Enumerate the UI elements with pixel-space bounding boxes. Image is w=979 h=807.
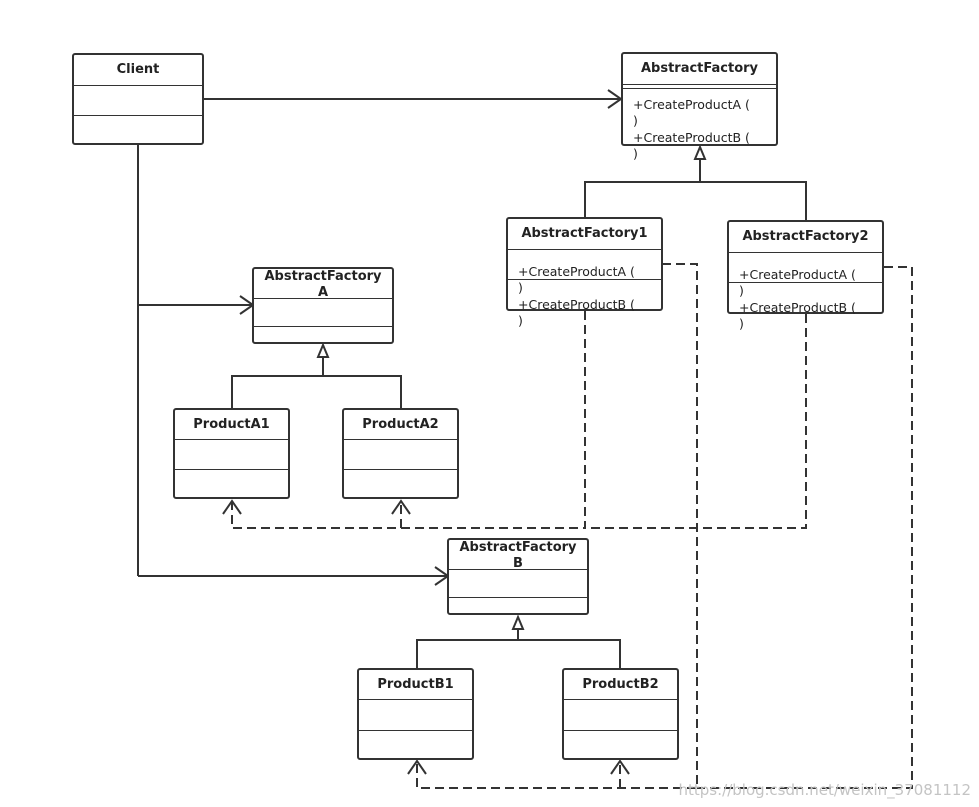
dependencies-to-products-a [231, 311, 807, 529]
method-create-product-b: +CreateProductB ( ) [739, 300, 856, 331]
method-create-product-a: +CreateProductA ( ) [518, 264, 635, 295]
class-client-divider-1 [74, 85, 202, 86]
class-client[interactable]: Client [72, 53, 204, 145]
class-product-b2-divider-2 [564, 730, 677, 731]
class-product-a1-divider-1 [175, 439, 288, 440]
class-product-a1-name: ProductA1 [193, 417, 270, 432]
method-create-product-b: +CreateProductB ( ) [518, 297, 635, 328]
class-abstractfactory1-divider-2 [508, 279, 661, 280]
class-abstractfactory-b[interactable]: AbstractFactory B [447, 538, 589, 615]
class-abstractfactory-b-name: AbstractFactory B [459, 540, 577, 571]
class-client-divider-2 [74, 115, 202, 116]
class-abstractfactory[interactable]: AbstractFactory +CreateProductA ( ) +Cre… [621, 52, 778, 161]
association-client-abstractfactory-a [138, 295, 255, 315]
class-product-b1-divider-1 [359, 699, 472, 700]
generalization-abstractfactory [584, 144, 807, 221]
method-create-product-a: +CreateProductA ( ) [739, 267, 856, 298]
class-abstractfactory1-divider-1 [508, 249, 661, 250]
class-product-b2[interactable]: ProductB2 [562, 668, 679, 760]
association-client-abstractfactory [203, 89, 623, 109]
class-product-b2-divider-1 [564, 699, 677, 700]
dependency-arrowheads [222, 499, 630, 775]
class-product-a1-divider-2 [175, 469, 288, 470]
class-abstractfactory-divider-2 [623, 88, 776, 89]
class-product-a1[interactable]: ProductA1 [173, 408, 290, 499]
class-product-b1-divider-2 [359, 730, 472, 731]
watermark: https://blog.csdn.net/weixin_37081112 [678, 781, 971, 799]
class-abstractfactory-a-divider-1 [254, 298, 392, 299]
class-abstractfactory-b-divider-2 [449, 597, 587, 598]
method-create-product-a: +CreateProductA ( ) [633, 97, 750, 128]
generalization-product-b [416, 614, 621, 669]
association-client-abstractfactory-b [138, 566, 450, 586]
class-abstractfactory2-divider-2 [729, 282, 882, 283]
class-abstractfactory-name: AbstractFactory [640, 61, 759, 76]
class-abstractfactory2[interactable]: AbstractFactory2 +CreateProductA ( ) +Cr… [727, 220, 884, 331]
class-abstractfactory-divider-1 [623, 84, 776, 85]
class-abstractfactory1[interactable]: AbstractFactory1 +CreateProductA ( ) +Cr… [506, 217, 663, 328]
class-abstractfactory-a[interactable]: AbstractFactory A [252, 267, 394, 344]
class-product-b1[interactable]: ProductB1 [357, 668, 474, 760]
class-abstractfactory1-name: AbstractFactory1 [521, 226, 648, 241]
dependencies-to-products-b [416, 263, 913, 789]
class-abstractfactory2-divider-1 [729, 252, 882, 253]
class-abstractfactory-b-divider-1 [449, 569, 587, 570]
method-create-product-b: +CreateProductB ( ) [633, 130, 750, 161]
class-product-a2-divider-1 [344, 439, 457, 440]
class-product-b1-name: ProductB1 [377, 677, 454, 692]
class-product-b2-name: ProductB2 [582, 677, 659, 692]
class-product-a2-name: ProductA2 [362, 417, 439, 432]
class-product-a2-divider-2 [344, 469, 457, 470]
class-client-name: Client [116, 62, 160, 77]
class-product-a2[interactable]: ProductA2 [342, 408, 459, 499]
generalization-product-a [231, 342, 402, 409]
class-abstractfactory-a-name: AbstractFactory A [264, 269, 382, 300]
class-abstractfactory2-name: AbstractFactory2 [742, 229, 869, 244]
class-abstractfactory-a-divider-2 [254, 326, 392, 327]
